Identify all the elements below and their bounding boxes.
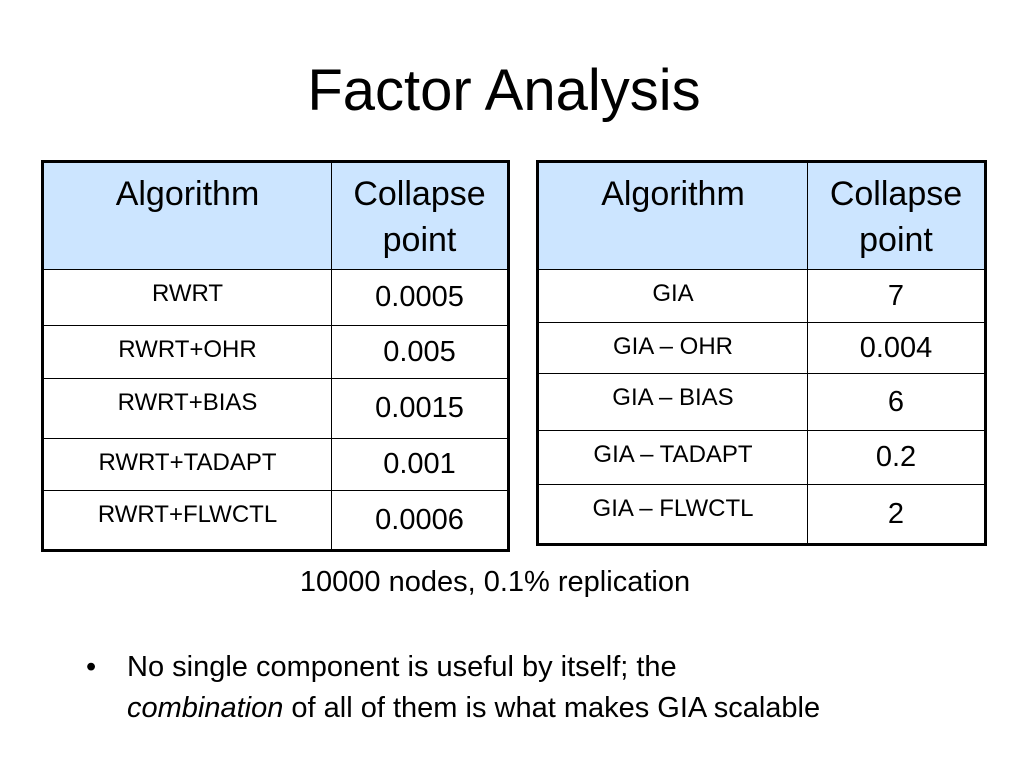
column-header-algorithm: Algorithm [537,161,808,270]
column-header-collapse-point: Collapse point [807,161,986,270]
collapse-point-cell: 7 [807,269,986,323]
collapse-point-cell: 0.0005 [331,269,509,326]
algorithm-cell: RWRT+TADAPT [42,438,332,491]
bullet-line-2: of all of them is what makes GIA scalabl… [283,692,821,724]
table-row: RWRT 0.0005 [42,269,509,326]
table-caption: 10000 nodes, 0.1% replication [299,566,691,598]
algorithm-cell: RWRT [42,269,332,326]
algorithm-cell: GIA – BIAS [537,373,808,431]
bullet-text: No single component is useful by itself;… [127,647,986,729]
column-header-algorithm: Algorithm [42,161,332,270]
algorithm-cell: RWRT+BIAS [42,378,332,439]
collapse-point-cell: 0.004 [807,322,986,374]
table-row: GIA 7 [537,269,986,323]
bullet-point: • No single component is useful by itsel… [86,647,986,729]
table-row: RWRT+FLWCTL 0.0006 [42,490,509,551]
table-row: RWRT+TADAPT 0.001 [42,438,509,491]
algorithm-cell: GIA – OHR [537,322,808,374]
table-row: GIA – BIAS 6 [537,373,986,431]
table-row: RWRT+OHR 0.005 [42,325,509,379]
table-row: RWRT+BIAS 0.0015 [42,378,509,439]
column-header-collapse-point: Collapse point [331,161,509,270]
slide-title: Factor Analysis [307,58,701,123]
collapse-point-cell: 0.0006 [331,490,509,551]
bullet-marker: • [86,651,97,683]
results-table-rwrt: Algorithm Collapse point RWRT 0.0005 RWR… [41,160,510,552]
table-row: GIA – TADAPT 0.2 [537,430,986,485]
collapse-point-cell: 2 [807,484,986,545]
collapse-point-cell: 6 [807,373,986,431]
table-row: GIA – FLWCTL 2 [537,484,986,545]
results-table-gia: Algorithm Collapse point GIA 7 GIA – OHR… [536,160,987,546]
collapse-point-cell: 0.001 [331,438,509,491]
algorithm-cell: GIA [537,269,808,323]
algorithm-cell: GIA – FLWCTL [537,484,808,545]
table-row: GIA – OHR 0.004 [537,322,986,374]
collapse-point-cell: 0.0015 [331,378,509,439]
algorithm-cell: GIA – TADAPT [537,430,808,485]
algorithm-cell: RWRT+FLWCTL [42,490,332,551]
bullet-emphasis: combination [127,692,284,724]
collapse-point-cell: 0.2 [807,430,986,485]
collapse-point-cell: 0.005 [331,325,509,379]
bullet-line-1: No single component is useful by itself;… [127,651,677,683]
algorithm-cell: RWRT+OHR [42,325,332,379]
